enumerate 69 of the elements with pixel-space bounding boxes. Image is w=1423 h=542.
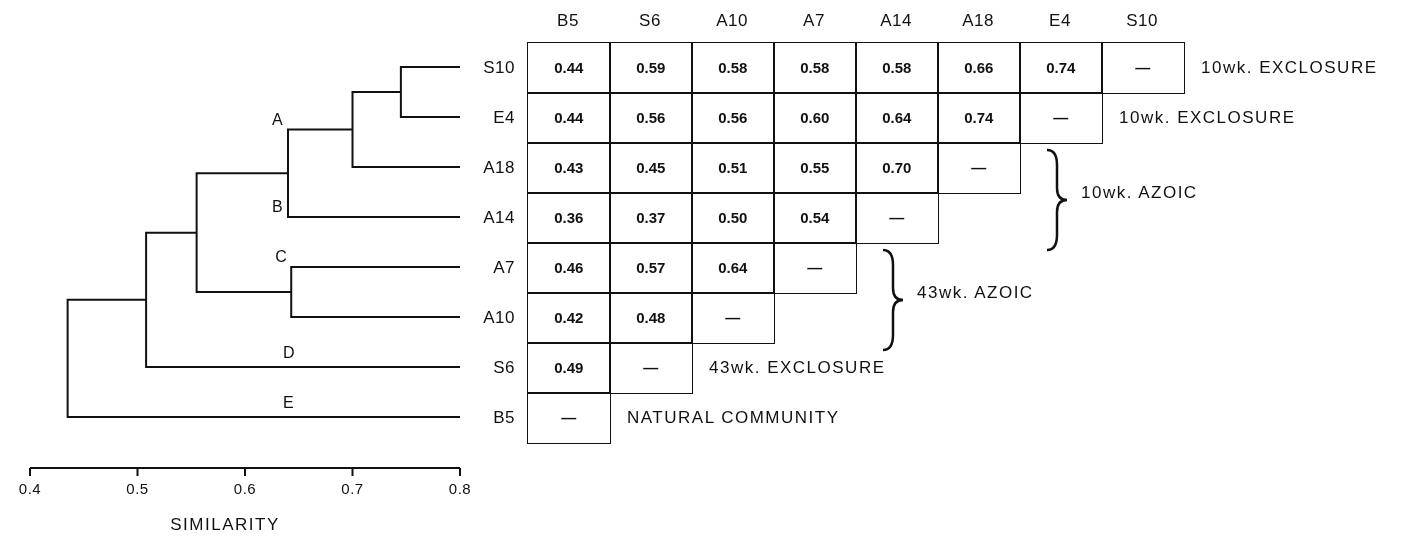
branch-label: C <box>275 249 288 265</box>
column-header: A18 <box>962 11 994 29</box>
matrix-cell: — <box>1101 42 1185 94</box>
group-label: 10wk. EXCLOSURE <box>1119 108 1296 126</box>
matrix-cell: 0.44 <box>527 42 611 94</box>
matrix-cell: 0.74 <box>937 92 1021 144</box>
matrix-cell: — <box>773 242 857 294</box>
matrix-cell: — <box>527 392 611 444</box>
tick-label: 0.8 <box>448 480 472 496</box>
matrix-cell: — <box>609 342 693 394</box>
matrix-cell: 0.59 <box>609 42 693 94</box>
group-label: 43wk. AZOIC <box>917 283 1034 301</box>
matrix-cell: 0.50 <box>691 192 775 244</box>
leaf-label: S6 <box>493 358 515 376</box>
leaf-label: A18 <box>483 158 515 176</box>
branch-label: B <box>272 199 284 215</box>
matrix-cell: 0.56 <box>609 92 693 144</box>
group-label: NATURAL COMMUNITY <box>627 408 840 426</box>
matrix-cell: 0.64 <box>691 242 775 294</box>
branch-label: A <box>272 111 284 128</box>
column-header: B5 <box>557 11 579 29</box>
matrix-cell: 0.44 <box>527 92 611 144</box>
matrix-cell: — <box>937 142 1021 194</box>
matrix-cell: 0.51 <box>691 142 775 194</box>
matrix-cell: 0.54 <box>773 192 857 244</box>
matrix-cell: — <box>1019 92 1103 144</box>
matrix-cell: 0.49 <box>527 342 611 394</box>
leaf-label: E4 <box>493 108 515 126</box>
branch-label: D <box>283 345 296 361</box>
column-header: S10 <box>1126 11 1158 29</box>
matrix-cell: 0.74 <box>1019 42 1103 94</box>
group-label: 43wk. EXCLOSURE <box>709 358 886 376</box>
leaf-label: S10 <box>483 58 515 76</box>
matrix-cell: 0.64 <box>855 92 939 144</box>
matrix-cell: — <box>855 192 939 244</box>
leaf-label: B5 <box>493 408 515 426</box>
tick-label: 0.4 <box>18 480 42 496</box>
column-header: A10 <box>716 11 748 29</box>
matrix-cell: 0.58 <box>855 42 939 94</box>
matrix-cell: 0.57 <box>609 242 693 294</box>
matrix-cell: 0.46 <box>527 242 611 294</box>
matrix-cell: 0.58 <box>773 42 857 94</box>
matrix-cell: 0.36 <box>527 192 611 244</box>
matrix-cell: 0.56 <box>691 92 775 144</box>
matrix-cell: 0.45 <box>609 142 693 194</box>
matrix-cell: 0.42 <box>527 292 611 344</box>
tick-label: 0.7 <box>341 480 364 496</box>
leaf-label: A7 <box>493 258 515 276</box>
matrix-cell: 0.66 <box>937 42 1021 94</box>
matrix-cell: 0.43 <box>527 142 611 194</box>
leaf-label: A14 <box>483 208 515 226</box>
leaf-label: A10 <box>483 308 515 326</box>
matrix-cell: 0.48 <box>609 292 693 344</box>
matrix-cell: 0.60 <box>773 92 857 144</box>
branch-label: E <box>283 395 295 411</box>
tick-label: 0.6 <box>233 480 257 496</box>
column-header: A7 <box>803 11 825 29</box>
axis-title: SIMILARITY <box>170 515 280 533</box>
matrix-cell: 0.58 <box>691 42 775 94</box>
column-header: A14 <box>880 11 912 29</box>
group-label: 10wk. AZOIC <box>1081 183 1198 201</box>
tick-label: 0.5 <box>126 480 149 496</box>
matrix-cell: — <box>691 292 775 344</box>
column-header: E4 <box>1049 11 1071 29</box>
matrix-cell: 0.55 <box>773 142 857 194</box>
matrix-cell: 0.70 <box>855 142 939 194</box>
column-header: S6 <box>639 11 661 29</box>
matrix-cell: 0.37 <box>609 192 693 244</box>
group-label: 10wk. EXCLOSURE <box>1201 58 1378 76</box>
